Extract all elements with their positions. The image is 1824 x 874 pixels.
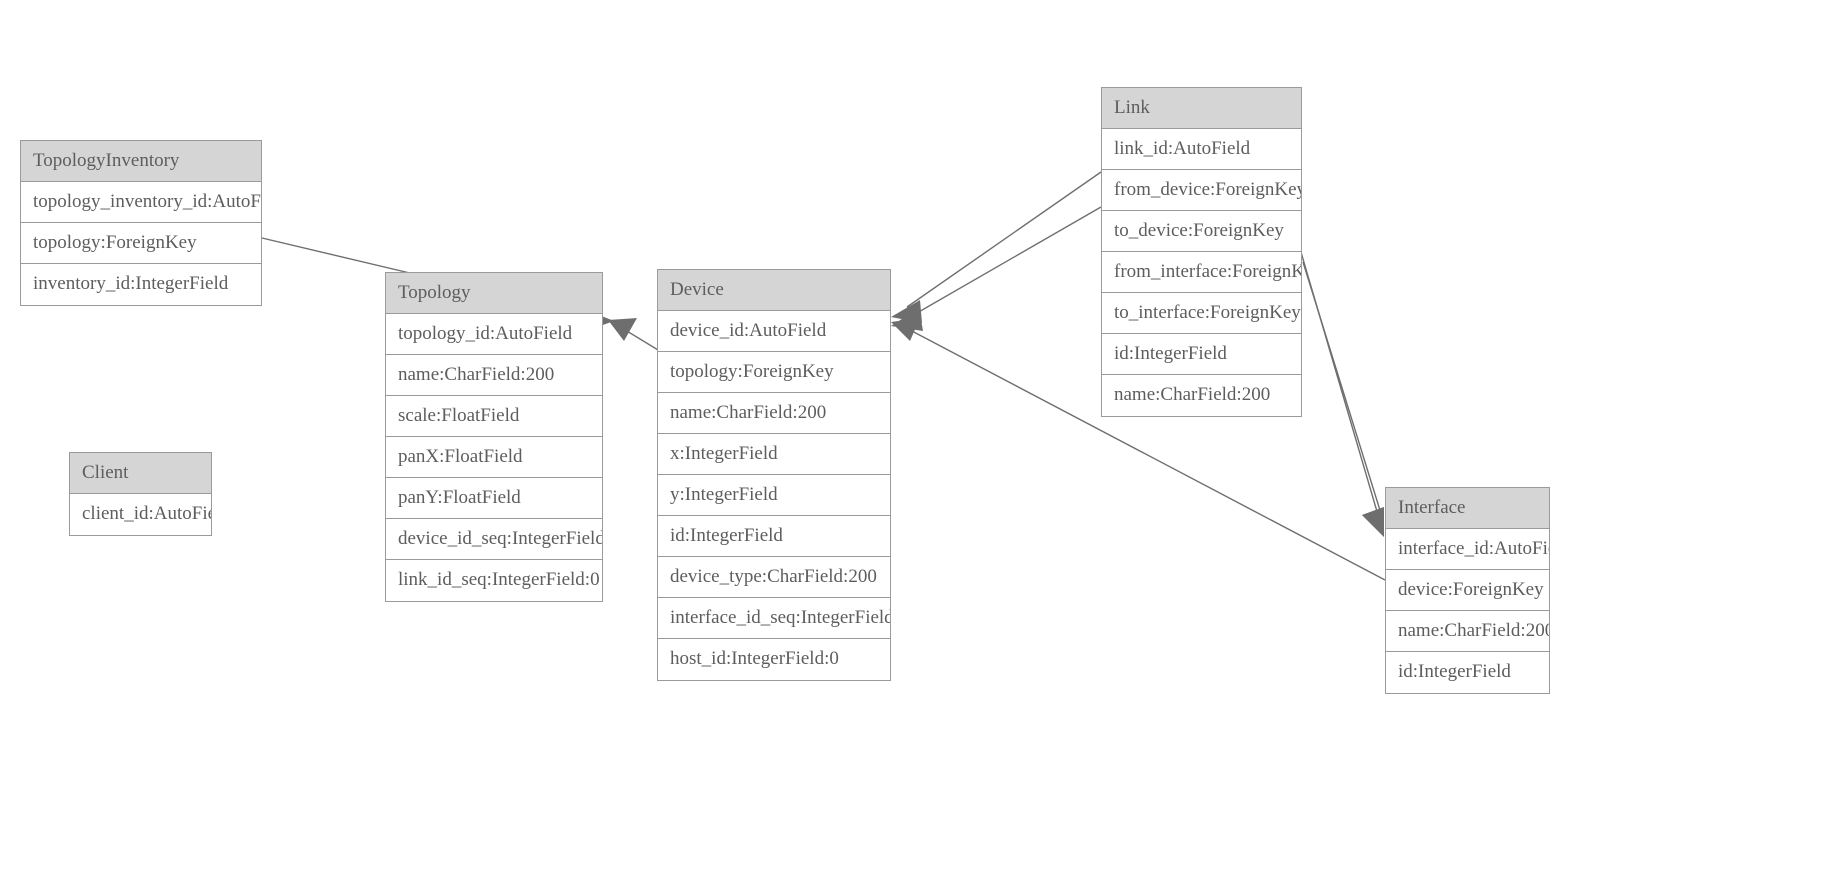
entity-field-row[interactable]: interface_id_seq:IntegerField:0 bbox=[658, 598, 890, 639]
entity-field-row[interactable]: host_id:IntegerField:0 bbox=[658, 639, 890, 680]
entity-field-row[interactable]: device_id_seq:IntegerField:0 bbox=[386, 519, 602, 560]
entity-field-row[interactable]: panY:FloatField bbox=[386, 478, 602, 519]
entity-field-row[interactable]: name:CharField:200 bbox=[1386, 611, 1549, 652]
entity-title: Topology bbox=[386, 273, 602, 314]
entity-field-row[interactable]: id:IntegerField bbox=[1386, 652, 1549, 693]
entity-field-row[interactable]: scale:FloatField bbox=[386, 396, 602, 437]
entity-field-row[interactable]: client_id:AutoField bbox=[70, 494, 211, 535]
entity-field-row[interactable]: interface_id:AutoField bbox=[1386, 529, 1549, 570]
entity-field-row[interactable]: x:IntegerField bbox=[658, 434, 890, 475]
entity-field-row[interactable]: device_id:AutoField bbox=[658, 311, 890, 352]
entity-field-row[interactable]: to_interface:ForeignKey bbox=[1102, 293, 1301, 334]
entity-field-row[interactable]: from_interface:ForeignKey bbox=[1102, 252, 1301, 293]
entity-field-row[interactable]: y:IntegerField bbox=[658, 475, 890, 516]
entity-field-row[interactable]: to_device:ForeignKey bbox=[1102, 211, 1301, 252]
entity-field-row[interactable]: link_id:AutoField bbox=[1102, 129, 1301, 170]
entity-field-row[interactable]: name:CharField:200 bbox=[658, 393, 890, 434]
entity-field-list: interface_id:AutoFielddevice:ForeignKeyn… bbox=[1386, 529, 1549, 693]
entity-field-row[interactable]: device_type:CharField:200 bbox=[658, 557, 890, 598]
entity-field-row[interactable]: topology:ForeignKey bbox=[21, 223, 261, 264]
entity-title: Link bbox=[1102, 88, 1301, 129]
entity-field-row[interactable]: id:IntegerField bbox=[658, 516, 890, 557]
entity-title: Client bbox=[70, 453, 211, 494]
entity-field-row[interactable]: name:CharField:200 bbox=[1102, 375, 1301, 416]
entity-title: TopologyInventory bbox=[21, 141, 261, 182]
entity-field-row[interactable]: device:ForeignKey bbox=[1386, 570, 1549, 611]
relationship-link-from-interface bbox=[1297, 241, 1384, 537]
entity-field-list: topology_inventory_id:AutoFieldtopology:… bbox=[21, 182, 261, 305]
entity-field-row[interactable]: topology_inventory_id:AutoField bbox=[21, 182, 261, 223]
relationship-link-to-interface bbox=[1302, 261, 1384, 537]
entity-field-row[interactable]: topology:ForeignKey bbox=[658, 352, 890, 393]
entity-title: Interface bbox=[1386, 488, 1549, 529]
entity-interface[interactable]: Interfaceinterface_id:AutoFielddevice:Fo… bbox=[1385, 487, 1550, 694]
entity-field-row[interactable]: id:IntegerField bbox=[1102, 334, 1301, 375]
entity-field-row[interactable]: topology_id:AutoField bbox=[386, 314, 602, 355]
entity-field-row[interactable]: inventory_id:IntegerField bbox=[21, 264, 261, 305]
relationship-link-from-device bbox=[891, 171, 1102, 323]
entity-title: Device bbox=[658, 270, 890, 311]
entity-field-row[interactable]: panX:FloatField bbox=[386, 437, 602, 478]
entity-field-row[interactable]: link_id_seq:IntegerField:0 bbox=[386, 560, 602, 601]
entity-field-list: client_id:AutoField bbox=[70, 494, 211, 535]
entity-field-row[interactable]: name:CharField:200 bbox=[386, 355, 602, 396]
relationship-link-to-device bbox=[891, 206, 1102, 331]
entity-field-row[interactable]: from_device:ForeignKey bbox=[1102, 170, 1301, 211]
relationship-device-topology bbox=[608, 318, 664, 354]
